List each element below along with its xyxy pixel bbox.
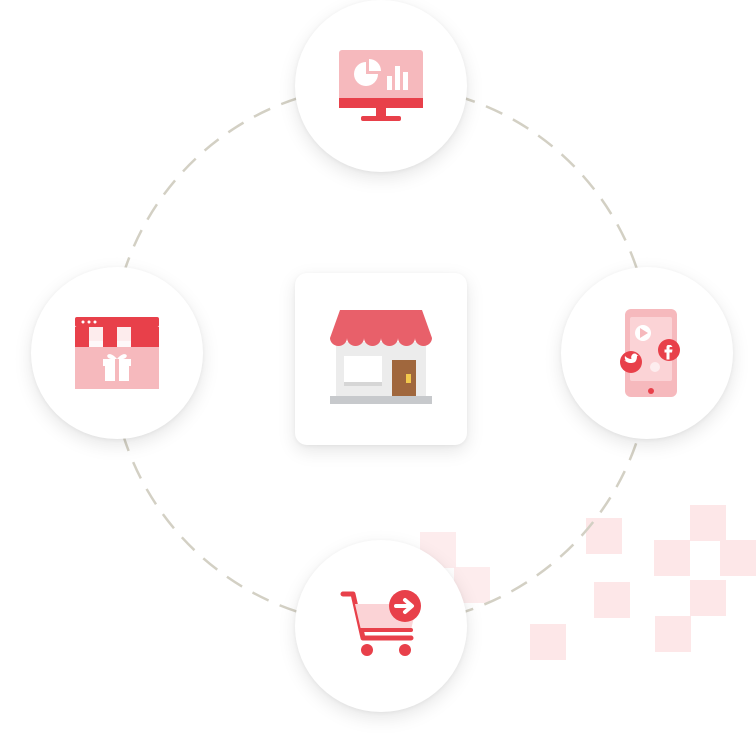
gift-shop-icon [75,317,159,389]
social-media-phone-icon [620,309,680,397]
analytics-monitor-icon [339,50,423,121]
decorative-squares [420,505,756,660]
channel-node-social-media[interactable] [561,267,733,439]
center-store-card [295,273,467,445]
storefront-icon [330,310,432,404]
channel-node-checkout[interactable] [295,540,467,712]
shopping-cart-checkout-icon [340,590,421,656]
channel-node-gift-shop[interactable] [31,267,203,439]
channel-node-analytics[interactable] [295,0,467,172]
